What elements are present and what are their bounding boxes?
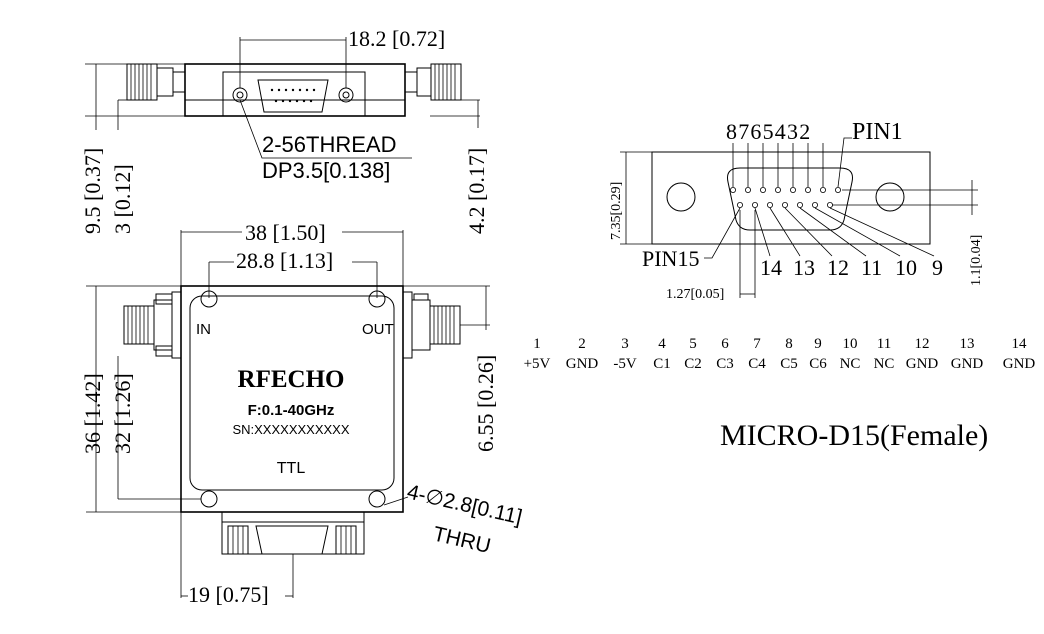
pin15-label: PIN15 xyxy=(642,246,699,271)
bottom-pin-11: 11 xyxy=(861,255,882,280)
bottom-pin-10: 10 xyxy=(895,255,917,280)
pin-table-signal: C3 xyxy=(716,356,734,372)
dsub-plug-top xyxy=(222,71,366,117)
pin-table-signal: NC xyxy=(840,356,861,372)
connector-title: MICRO-D15(Female) xyxy=(720,419,988,452)
left-sma-connector-front xyxy=(123,291,182,359)
pin-table-signal: C1 xyxy=(653,356,671,372)
thread-callout-line2: DP3.5[0.138] xyxy=(262,158,390,183)
pin-table-number: 10 xyxy=(843,336,858,352)
pin-table-signal: C6 xyxy=(809,356,827,372)
pin-table-number: 12 xyxy=(915,336,930,352)
pin-table-number: 7 xyxy=(753,336,761,352)
pin-table-signal: +5V xyxy=(524,356,551,372)
top-pin-row xyxy=(730,186,842,193)
pin-table-number: 14 xyxy=(1012,336,1028,352)
pin-table-signal: C5 xyxy=(780,356,798,372)
pin-table-signal: C4 xyxy=(748,356,766,372)
bottom-pin-12: 12 xyxy=(827,255,849,280)
hole-callout-line2: THRU xyxy=(431,522,493,558)
hole-callout-line1: 4-∅2.8[0.11] xyxy=(405,480,524,529)
pin-table-number: 4 xyxy=(658,336,666,352)
pin-table-signal: GND xyxy=(906,356,939,372)
dim-hole-spacing-y: 32 [1.26] xyxy=(110,373,135,454)
label-plate xyxy=(189,295,395,491)
serial-label: SN:XXXXXXXXXXX xyxy=(232,422,349,437)
mounting-hole xyxy=(200,290,218,308)
right-sma-connector-front xyxy=(402,291,461,359)
pin-table-signal: NC xyxy=(874,356,895,372)
pin-table-number: 11 xyxy=(877,336,891,352)
dim-pin-pitch: 1.27[0.05] xyxy=(666,287,724,302)
mounting-hole xyxy=(368,490,386,508)
pin-table-number: 5 xyxy=(689,336,697,352)
pin1-label: PIN1 xyxy=(852,119,903,145)
left-sma-connector-top xyxy=(126,63,186,101)
pin-table-number: 9 xyxy=(814,336,822,352)
bottom-pin-14: 14 xyxy=(760,255,782,280)
thread-callout-line1: 2-56THREAD xyxy=(262,132,396,157)
dim-hole-spacing-x: 28.8 [1.13] xyxy=(236,248,333,273)
top-pin-numbers: 8765432 xyxy=(726,119,811,144)
dim-connector-offset: 19 [0.75] xyxy=(188,582,269,607)
dsub-plug-front xyxy=(221,511,365,555)
dim-port-offset: 6.55 [0.26] xyxy=(473,355,498,452)
dim-height-total: 36 [1.42] xyxy=(80,373,105,454)
bottom-pin-9: 9 xyxy=(932,255,943,280)
pin-table-signal: C2 xyxy=(684,356,702,372)
body-front xyxy=(180,285,404,513)
dim-height-right-top: 4.2 [0.17] xyxy=(464,148,489,234)
top-view: 18.2 [0.72] 2-56THREAD DP3.5[0.138] 9.5 … xyxy=(80,26,489,234)
mounting-hole xyxy=(200,490,218,508)
pin-table-number: 8 xyxy=(785,336,793,352)
dim-row-offset: 1.1[0.04] xyxy=(969,235,984,286)
pin-table-number: 6 xyxy=(721,336,729,352)
bottom-pin-row xyxy=(737,201,834,208)
mounting-hole xyxy=(666,182,696,212)
port-in-label: IN xyxy=(196,321,211,338)
pin-table-signal: -5V xyxy=(613,356,636,372)
front-view: 38 [1.50] 28.8 [1.13] xyxy=(80,220,524,607)
pin-table-number: 13 xyxy=(960,336,975,352)
connector-shell xyxy=(651,151,931,245)
dsub-receptacle xyxy=(727,167,853,231)
dim-width-total: 38 [1.50] xyxy=(245,220,326,245)
brand-label: RFECHO xyxy=(238,366,345,393)
mounting-hole xyxy=(368,290,386,308)
right-sma-connector-top xyxy=(404,63,462,101)
mounting-hole xyxy=(875,182,905,212)
connector-view: 8765432 PIN1 PIN15 14 13 12 11 10 9 7.35… xyxy=(609,119,984,302)
pin-table-signal: GND xyxy=(1003,356,1036,372)
pin-table-number: 1 xyxy=(533,336,541,352)
pin-table-signal: GND xyxy=(951,356,984,372)
port-out-label: OUT xyxy=(362,321,394,338)
pin-table-number: 2 xyxy=(578,336,586,352)
dim-height-lower-top: 3 [0.12] xyxy=(110,164,135,234)
frequency-label: F:0.1-40GHz xyxy=(248,402,335,419)
control-label: TTL xyxy=(277,460,306,477)
dim-connector-height: 7.35[0.29] xyxy=(609,182,624,240)
dim-height-total-top: 9.5 [0.37] xyxy=(80,148,105,234)
bottom-pin-13: 13 xyxy=(793,255,815,280)
dim-connector-spacing: 18.2 [0.72] xyxy=(348,26,445,51)
pin-table-number: 3 xyxy=(621,336,629,352)
pin-table-signal: GND xyxy=(566,356,599,372)
